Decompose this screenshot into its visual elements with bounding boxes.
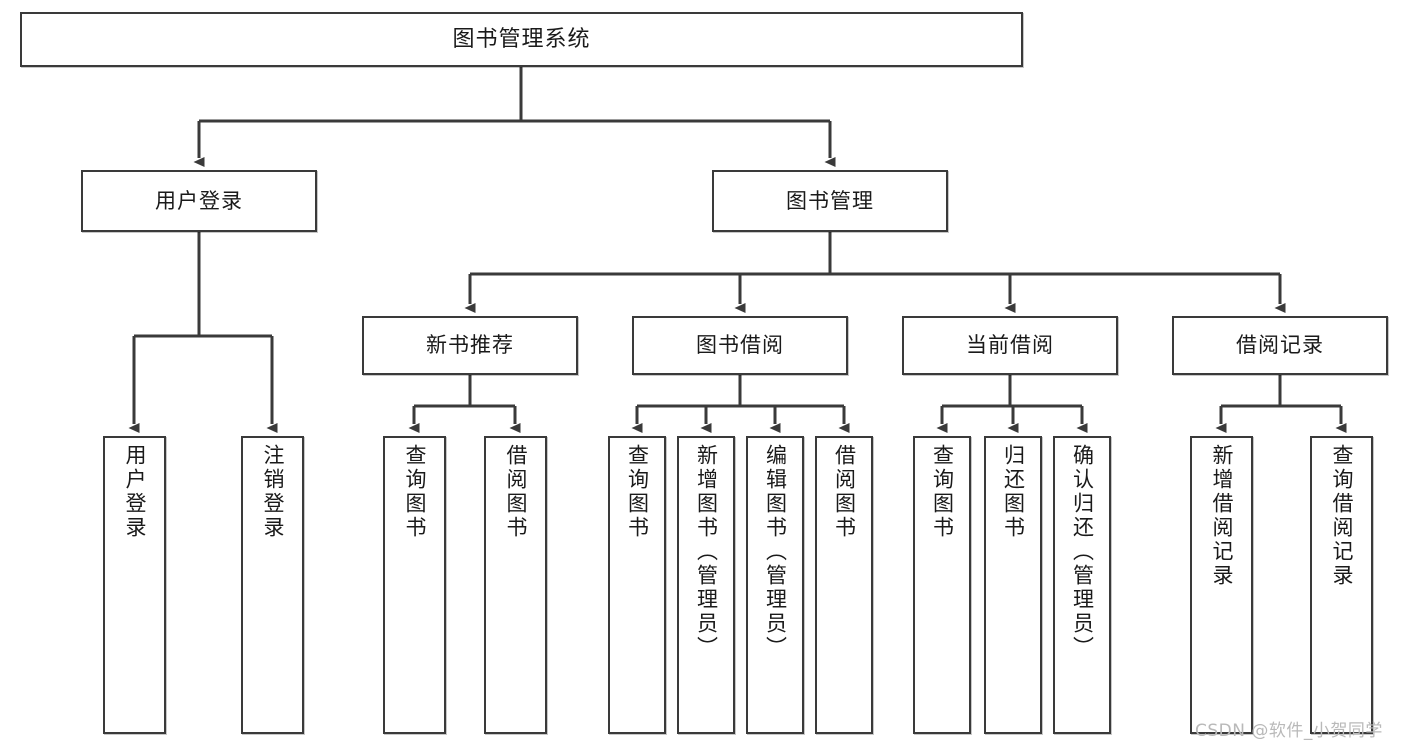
- node-l2b[interactable]: 图书借阅: [632, 316, 848, 375]
- node-label: 新增借阅记录: [1210, 444, 1234, 588]
- node-label: 借阅图书: [504, 444, 528, 540]
- node-label: 确认归还（管理员）: [1070, 444, 1095, 660]
- node-label: 注销登录: [261, 444, 285, 540]
- node-label: 查询图书: [930, 444, 955, 540]
- csdn-watermark: CSDN @软件_小贺同学: [1195, 721, 1383, 741]
- node-label: 编辑图书（管理员）: [763, 444, 788, 660]
- node-label: 用户登录: [123, 444, 147, 540]
- edge-group-user-login: [128, 232, 278, 433]
- node-b3[interactable]: 编辑图书（管理员）: [746, 436, 804, 734]
- node-label: 查询借阅记录: [1330, 444, 1354, 588]
- node-label: 图书借阅: [696, 333, 784, 358]
- edge-group-book-manage: [464, 232, 1286, 313]
- node-label: 借阅记录: [1236, 333, 1324, 358]
- edge-group-root: [193, 67, 836, 167]
- node-b2[interactable]: 新增图书（管理员）: [677, 436, 735, 734]
- node-label: 图书管理: [786, 188, 874, 213]
- node-b1[interactable]: 查询图书: [608, 436, 666, 734]
- node-label: 图书管理系统: [452, 26, 591, 52]
- node-label: 用户登录: [155, 188, 243, 213]
- node-l1b[interactable]: 图书管理: [712, 170, 948, 232]
- node-u2[interactable]: 注销登录: [241, 436, 304, 734]
- edge-group-current-borrow: [936, 375, 1088, 433]
- node-l2d[interactable]: 借阅记录: [1172, 316, 1388, 375]
- edge-group-records: [1215, 375, 1347, 433]
- node-label: 归还图书: [1001, 444, 1026, 540]
- node-r2[interactable]: 查询借阅记录: [1310, 436, 1373, 734]
- node-label: 新书推荐: [426, 333, 514, 358]
- node-n2[interactable]: 借阅图书: [484, 436, 547, 734]
- node-c3[interactable]: 确认归还（管理员）: [1053, 436, 1111, 734]
- node-b4[interactable]: 借阅图书: [815, 436, 873, 734]
- node-l1a[interactable]: 用户登录: [81, 170, 317, 232]
- node-l2c[interactable]: 当前借阅: [902, 316, 1118, 375]
- edge-group-new-books: [408, 375, 521, 433]
- node-label: 查询图书: [625, 444, 650, 540]
- node-c1[interactable]: 查询图书: [913, 436, 971, 734]
- node-label: 新增图书（管理员）: [694, 444, 719, 660]
- node-label: 查询图书: [403, 444, 427, 540]
- node-root[interactable]: 图书管理系统: [20, 12, 1023, 67]
- node-r1[interactable]: 新增借阅记录: [1190, 436, 1253, 734]
- node-u1[interactable]: 用户登录: [103, 436, 166, 734]
- node-label: 当前借阅: [966, 333, 1054, 358]
- edge-group-borrow: [631, 375, 850, 433]
- node-c2[interactable]: 归还图书: [984, 436, 1042, 734]
- node-label: 借阅图书: [832, 444, 857, 540]
- node-n1[interactable]: 查询图书: [383, 436, 446, 734]
- node-l2a[interactable]: 新书推荐: [362, 316, 578, 375]
